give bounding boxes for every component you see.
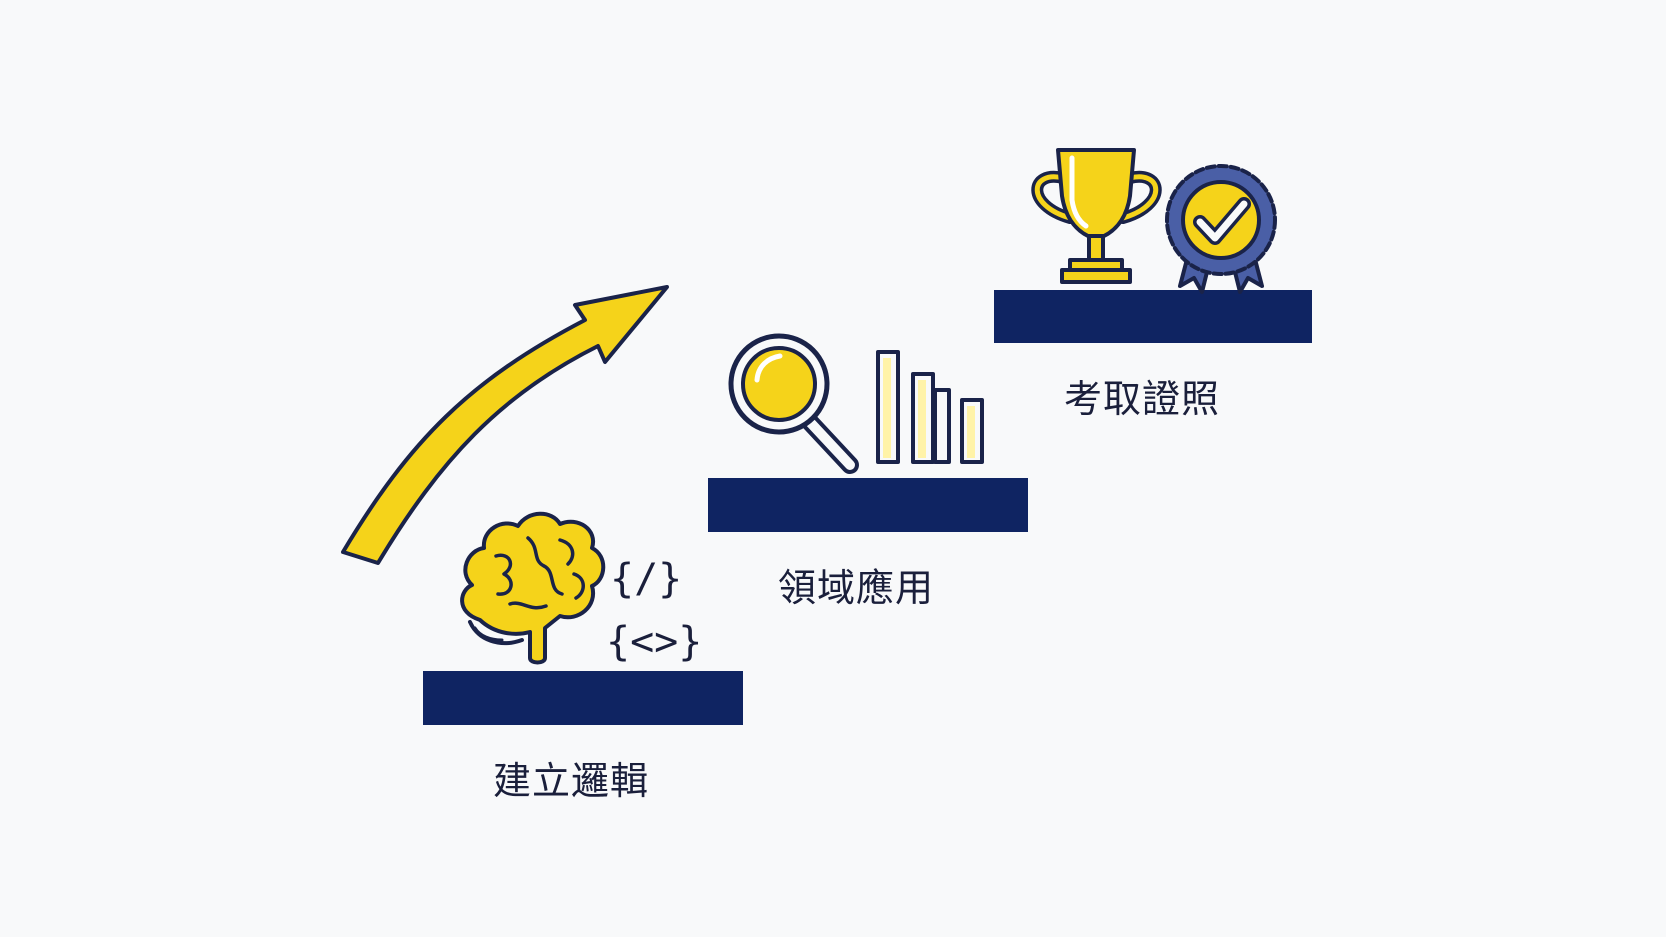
step-1-platform <box>423 671 743 725</box>
trophy-icon <box>1031 148 1162 284</box>
code-angle-text: {<>} <box>606 619 702 665</box>
step-2-label: 領域應用 <box>778 566 935 610</box>
bar-chart-icon <box>876 350 984 464</box>
code-slash-text: {/} <box>610 556 682 602</box>
magnifier-icon <box>728 333 859 474</box>
certificate-badge-icon <box>1165 164 1277 294</box>
step-2-platform <box>708 478 1028 532</box>
step-3-platform <box>994 290 1312 343</box>
brain-icon <box>460 511 606 665</box>
code-braces-icon: {/} {<>} <box>606 556 702 665</box>
step-3-label: 考取證照 <box>1064 377 1221 421</box>
growth-arrow-icon <box>341 285 669 565</box>
step-1-label: 建立邏輯 <box>493 759 650 803</box>
